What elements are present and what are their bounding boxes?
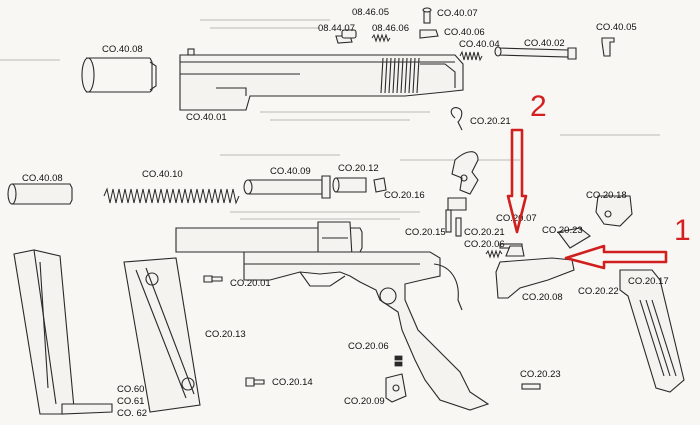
annotation-arrow-2: 2	[506, 90, 547, 234]
label-08-46-05: 08.46.05	[352, 7, 389, 18]
annotation-arrow-1: 1	[564, 214, 691, 270]
label-co-40-07: CO.40.07	[437, 8, 478, 19]
slide-stop-part	[385, 355, 541, 403]
label-co-20-01: CO.20.01	[230, 278, 271, 289]
label-co-20-06-low: CO.20.06	[348, 341, 389, 352]
label-co-20-18: CO.20.18	[586, 190, 627, 201]
recoil-spring-guide-part	[7, 175, 367, 205]
slide-serrations	[380, 57, 420, 94]
label-08-44-07: 08.44.07	[318, 23, 355, 34]
slide-part	[179, 48, 464, 111]
annotation-marker-2: 2	[530, 90, 547, 123]
label-co-20-17: CO.20.17	[628, 276, 669, 287]
label-co-20-21-mid: CO.20.21	[464, 227, 505, 238]
label-co-20-14: CO.20.14	[272, 377, 313, 388]
barrel-bushing-part	[81, 57, 157, 93]
label-co-20-22: CO.20.22	[578, 286, 619, 297]
label-co-40-01: CO.40.01	[186, 112, 227, 123]
label-co-40-02: CO.40.02	[524, 38, 565, 49]
disconnector-and-pins	[485, 243, 525, 259]
label-co-20-21-top: CO.20.21	[470, 116, 511, 127]
label-co-20-16: CO.20.16	[384, 190, 425, 201]
barrel-part	[175, 221, 363, 257]
grip-screw-parts	[203, 275, 265, 387]
label-co-20-06-mid: CO.20.06	[464, 239, 505, 250]
label-co-40-09: CO.40.09	[270, 166, 311, 177]
label-co-62: CO. 62	[117, 408, 147, 419]
frame-part	[243, 251, 490, 411]
label-co-40-08-mid: CO.40.08	[22, 173, 63, 184]
label-co-20-23-low: CO.20.23	[520, 369, 561, 380]
label-co-60: CO.60	[117, 384, 144, 395]
label-co-20-12: CO.20.12	[338, 163, 379, 174]
grip-safety-part	[495, 195, 633, 299]
magazine-part	[13, 249, 113, 415]
extractor-small-parts	[335, 7, 615, 62]
label-co-40-10: CO.40.10	[142, 169, 183, 180]
label-co-20-23-mid: CO.20.23	[542, 225, 583, 236]
label-co-20-07: CO.20.07	[496, 213, 537, 224]
mainspring-housing-part	[619, 269, 685, 393]
grip-panel-part	[123, 257, 201, 413]
label-08-46-06: 08.46.06	[372, 23, 409, 34]
label-co-40-04: CO.40.04	[459, 39, 500, 50]
label-co-20-09: CO.20.09	[344, 396, 385, 407]
label-co-20-08: CO.20.08	[522, 292, 563, 303]
label-co-40-06: CO.40.06	[444, 27, 485, 38]
label-co-20-13: CO.20.13	[205, 329, 246, 340]
label-co-40-08-top: CO.40.08	[102, 44, 143, 55]
hammer-and-sear-parts	[373, 107, 479, 237]
part-labels: CO.40.08 CO.40.01 08.46.05 08.44.07 08.4…	[22, 7, 669, 419]
label-co-61: CO.61	[117, 396, 144, 407]
annotation-marker-1: 1	[674, 214, 691, 247]
label-co-20-15: CO.20.15	[405, 227, 446, 238]
label-co-40-05: CO.40.05	[596, 22, 637, 33]
